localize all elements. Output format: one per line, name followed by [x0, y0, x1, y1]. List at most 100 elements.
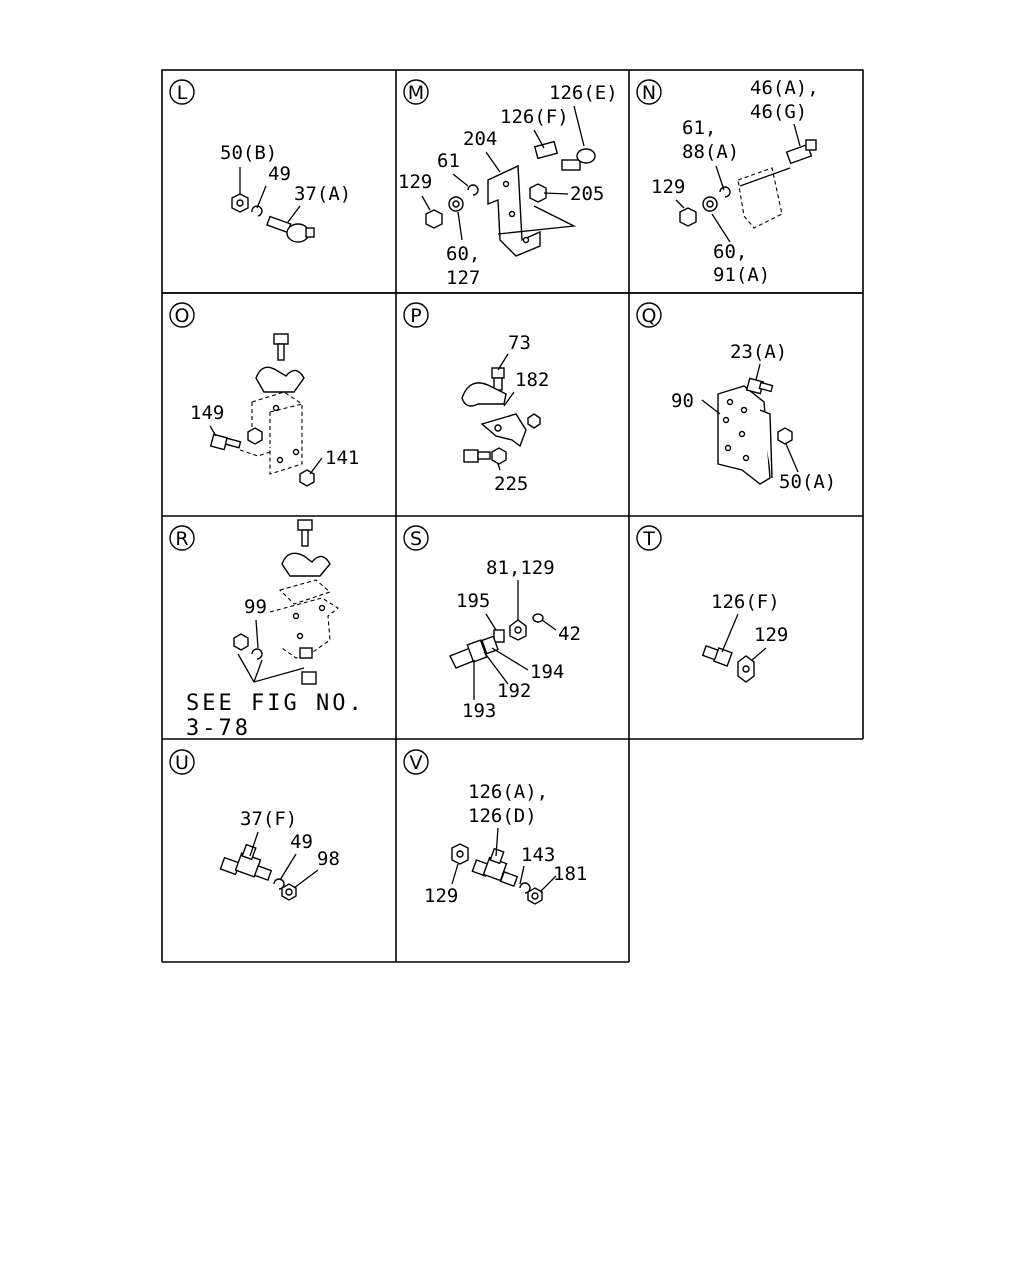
label-46g: 46(G): [750, 101, 807, 123]
cell-L: L 50(B) 49 37(A): [169, 79, 351, 243]
bolt-icon: [425, 183, 547, 229]
label-61: 61: [437, 150, 460, 172]
label-91a: 91(A): [713, 264, 770, 286]
bracket-outline-icon: [737, 167, 783, 229]
svg-text:T: T: [642, 528, 655, 550]
label-23a: 23(A): [730, 341, 787, 363]
nut-icon: [777, 427, 793, 445]
o-ring-icon: [532, 613, 544, 623]
nut-icon: [233, 633, 249, 651]
nut-icon: [509, 619, 527, 641]
bracket-icon: [480, 413, 527, 448]
label-49: 49: [268, 163, 291, 185]
bolt-icon: [745, 377, 774, 395]
cell-U: U 37(F) 49 98: [169, 749, 340, 901]
nut-icon: [527, 413, 541, 429]
label-225: 225: [494, 473, 528, 495]
cell-letter-V-badge: V: [403, 749, 429, 775]
union-fitting-icon: [785, 139, 817, 165]
label-129: 129: [398, 171, 432, 193]
cell-letter-Q-badge: Q: [636, 302, 662, 328]
svg-text:P: P: [410, 305, 421, 327]
label-149: 149: [190, 402, 224, 424]
spacer-icon: [278, 579, 332, 605]
label-126d: 126(D): [468, 805, 537, 827]
label-60: 60,: [446, 243, 480, 265]
label-127: 127: [446, 267, 480, 289]
bracket-icon: [487, 164, 541, 257]
connector-icon: [533, 140, 596, 171]
label-37f: 37(F): [240, 808, 297, 830]
label-50a: 50(A): [779, 471, 836, 493]
label-141: 141: [325, 447, 359, 469]
see-fig-number: 3-78: [186, 716, 251, 741]
cell-letter-M-badge: M: [403, 79, 429, 105]
label-129: 129: [424, 885, 458, 907]
label-126a: 126(A),: [468, 781, 548, 803]
cell-S: S 81,129 195 42 194 192 193: [403, 525, 581, 722]
cell-P: P 73 182 225: [403, 302, 549, 495]
cell-letter-U-badge: U: [169, 749, 195, 775]
label-192: 192: [497, 680, 531, 702]
cell-O: O 149 141: [169, 302, 359, 487]
cell-letter-L-badge: L: [169, 79, 195, 105]
label-126f: 126(F): [500, 106, 569, 128]
label-61: 61,: [682, 117, 716, 139]
nut-icon: [737, 655, 755, 683]
cell-M: M 126(E) 126(F) 204 61 129 205 60, 127: [398, 79, 618, 289]
cell-letter-P-badge: P: [403, 302, 429, 328]
svg-text:N: N: [642, 82, 656, 104]
label-42: 42: [558, 623, 581, 645]
label-204: 204: [463, 128, 497, 150]
banjo-fitting-icon: [266, 215, 315, 243]
label-193: 193: [462, 700, 496, 722]
label-143: 143: [521, 844, 555, 866]
cell-Q: Q 23(A) 90 50(A): [636, 302, 836, 493]
nut-icon: [451, 843, 469, 865]
svg-text:O: O: [175, 305, 190, 327]
cell-letter-N-badge: N: [636, 79, 662, 105]
bracket-icon: [269, 597, 339, 659]
cell-V: V 126(A), 126(D) 143 181 129: [403, 749, 587, 907]
label-182: 182: [515, 369, 549, 391]
clamp-icon: [461, 382, 507, 407]
bolt-icon: [299, 647, 317, 685]
label-46a: 46(A),: [750, 77, 819, 99]
cell-letter-R-badge: R: [169, 525, 195, 551]
label-205: 205: [570, 183, 604, 205]
cell-letter-S-badge: S: [403, 525, 429, 551]
washer-icon: [251, 648, 263, 660]
label-126e: 126(E): [549, 82, 618, 104]
union-fitting-icon: [701, 645, 733, 667]
cell-R: R 99 SEE FIG NO. 3-78: [169, 519, 365, 741]
see-fig-note: SEE FIG NO.: [186, 691, 365, 716]
nut-icon: [527, 887, 543, 905]
diagram-grid: [161, 69, 864, 963]
clamp-icon: [255, 366, 305, 393]
label-73: 73: [508, 332, 531, 354]
cell-letter-O-badge: O: [169, 302, 195, 328]
label-195: 195: [456, 590, 490, 612]
tee-fitting-icon: [471, 847, 519, 887]
label-126f: 126(F): [711, 591, 780, 613]
bolt-icon: [491, 367, 505, 391]
label-37a: 37(A): [294, 183, 351, 205]
bracket-plate-icon: [717, 385, 773, 485]
clamp-icon: [281, 552, 331, 577]
svg-text:U: U: [175, 752, 189, 774]
label-88a: 88(A): [682, 141, 739, 163]
label-98: 98: [317, 848, 340, 870]
nut-icon: [491, 447, 507, 465]
washer-icon: [251, 205, 263, 217]
svg-text:S: S: [410, 528, 422, 550]
tee-fitting-icon: [219, 843, 273, 881]
svg-text:L: L: [177, 82, 188, 104]
label-90: 90: [671, 390, 694, 412]
svg-text:R: R: [175, 528, 188, 550]
bolt-icon: [297, 519, 313, 547]
nut-icon: [231, 193, 249, 213]
bolt-icon: [209, 427, 263, 451]
cell-letter-T-badge: T: [636, 525, 662, 551]
svg-text:Q: Q: [642, 305, 657, 327]
